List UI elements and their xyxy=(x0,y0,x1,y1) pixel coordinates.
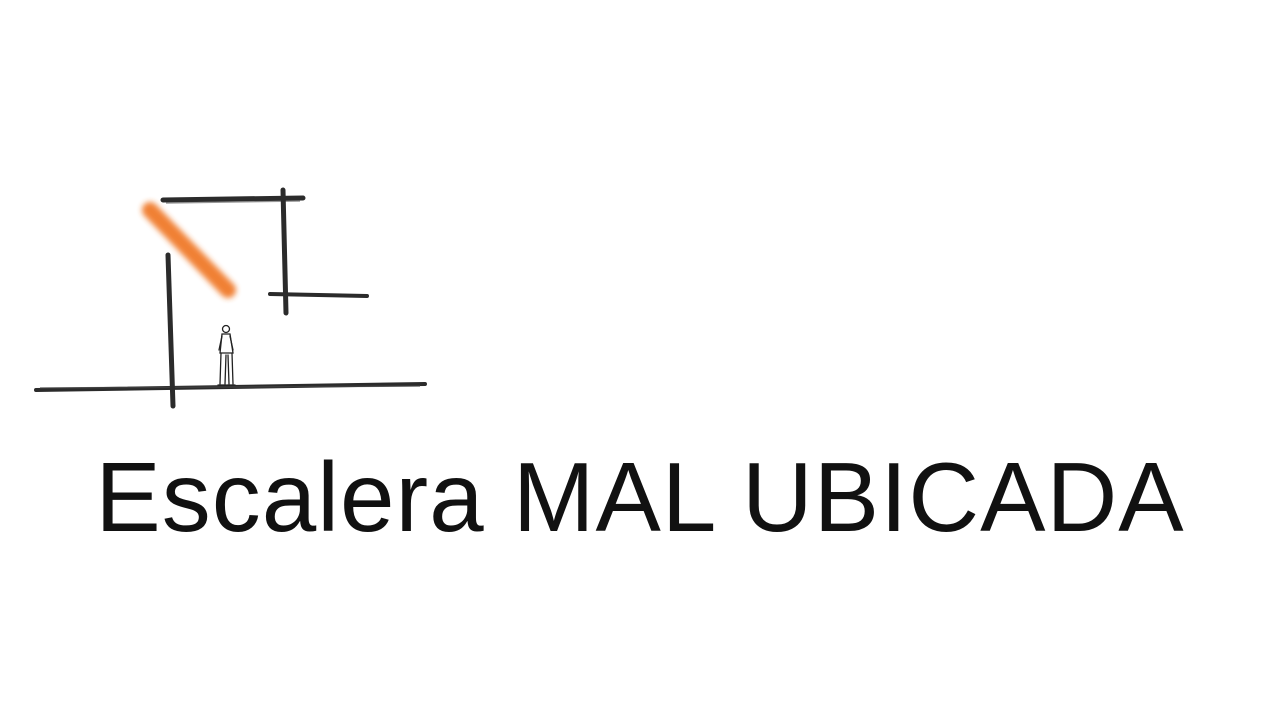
person-figure xyxy=(217,324,236,386)
landing-line xyxy=(268,292,369,298)
upper-slab-line xyxy=(160,195,306,203)
slide-title: Escalera MAL UBICADA xyxy=(95,442,1185,552)
left-wall-line xyxy=(165,252,176,409)
stair-highlight-stroke xyxy=(142,202,236,298)
